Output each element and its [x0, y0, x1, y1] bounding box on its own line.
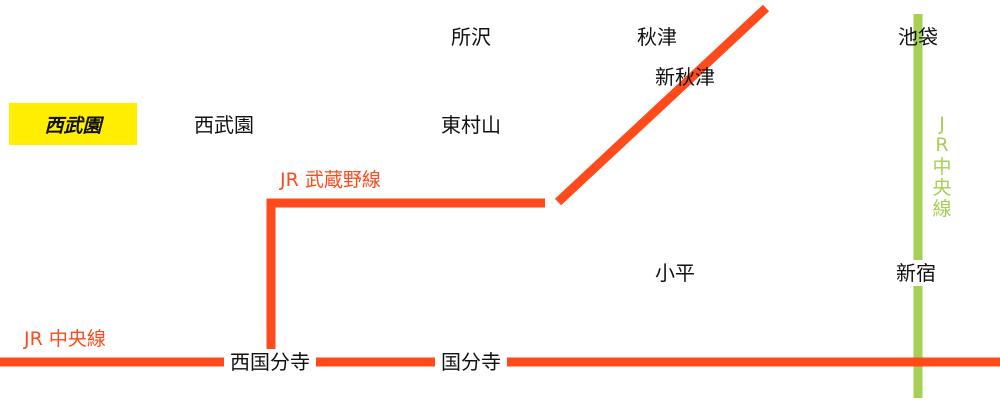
station-kokubunji: 国分寺: [435, 349, 507, 375]
station-higashimurayama: 東村山: [441, 113, 501, 137]
station-seibuen: 西武園: [194, 113, 254, 137]
station-tokorozawa: 所沢: [451, 25, 491, 49]
station-shinjuku: 新宿: [890, 260, 942, 286]
station-nishi-kokubunji: 西国分寺: [224, 349, 316, 375]
seibuen-logo: 西武園: [9, 103, 137, 145]
station-shin-akitsu: 新秋津: [655, 65, 715, 89]
logo-text: 西武園: [44, 114, 102, 137]
musashino-line-label: JR 武蔵野線: [280, 169, 381, 191]
chuo-line-label: JR 中央線: [24, 328, 106, 350]
chuo-line-vertical-label: J R 中 央 線: [932, 113, 952, 221]
station-ikebukuro: 池袋: [898, 25, 938, 49]
musashino-line-diagonal: [554, 4, 770, 206]
musashino-line: [266, 198, 545, 350]
station-kodaira: 小平: [655, 261, 695, 285]
station-akitsu: 秋津: [637, 25, 677, 49]
